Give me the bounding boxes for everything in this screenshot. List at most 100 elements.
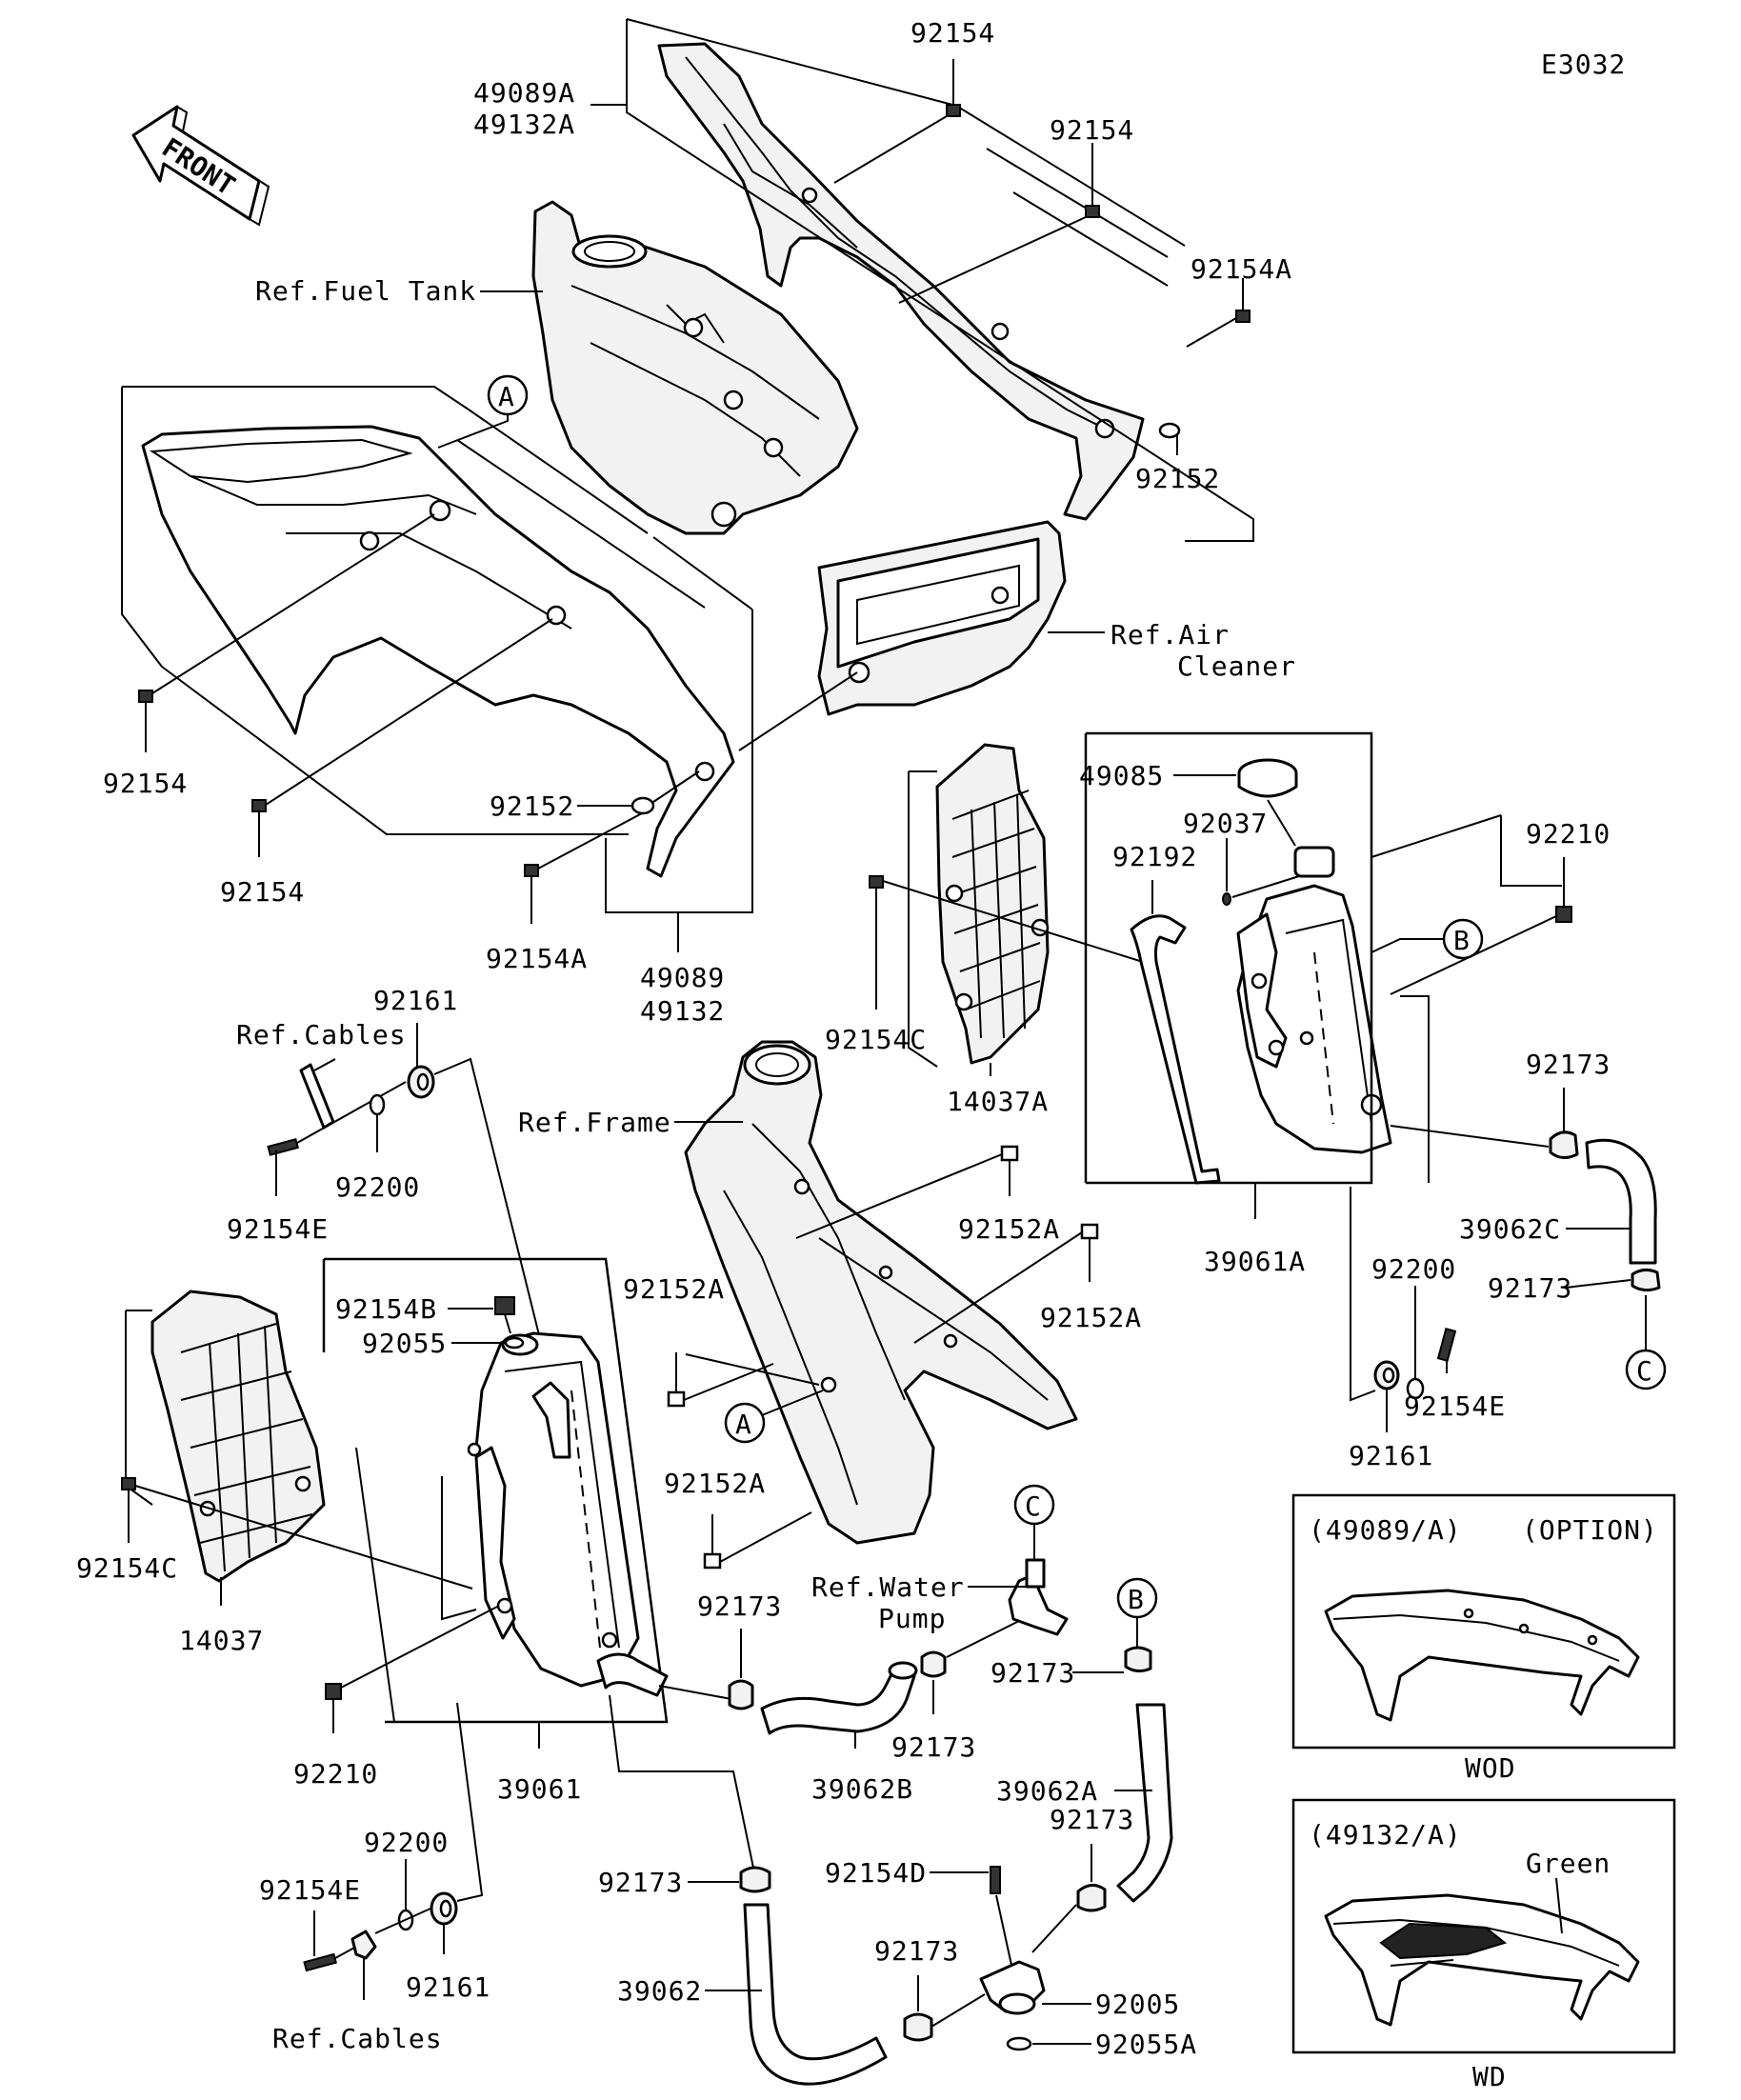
inset-wod-note: (OPTION) (1522, 1514, 1658, 1546)
washer-92200-right (1406, 1286, 1425, 1400)
label-92173-mid-3: 92173 (991, 1657, 1075, 1689)
label-92154-left-1: 92154 (103, 768, 188, 799)
gasket-92055A (1006, 2036, 1032, 2051)
shroud-top-right (657, 42, 1145, 521)
diagram-code: E3032 (1541, 49, 1626, 80)
label-92154E-bottom: 92154E (259, 1874, 361, 1906)
grommet-92161-right (1373, 1360, 1400, 1432)
label-92152-left: 92152 (490, 790, 574, 822)
collar-92152A-1 (1000, 1145, 1019, 1196)
label-92173-mid-2: 92173 (891, 1731, 976, 1763)
callout-b-right: B (1442, 918, 1484, 960)
clamp-92173-mid-1 (728, 1629, 754, 1710)
hose-39062A (1116, 1703, 1173, 1903)
label-92154-top-2: 92154 (1050, 114, 1134, 146)
label-92154A-left: 92154A (486, 943, 588, 974)
clip-92037 (1222, 838, 1231, 906)
label-92037: 92037 (1183, 808, 1268, 839)
grommet-92161-bottom (430, 1891, 458, 1954)
label-92200-right: 92200 (1371, 1253, 1456, 1285)
label-92154-top-1: 92154 (911, 17, 995, 49)
cable-clip-bottom (350, 1930, 377, 2000)
label-92154A-top: 92154A (1191, 253, 1292, 285)
svg-text:C: C (1025, 1490, 1041, 1522)
label-92055: 92055 (362, 1328, 447, 1359)
collar-92152-top (1158, 422, 1181, 455)
hose-92192 (1130, 914, 1221, 1185)
svg-text:C: C (1636, 1355, 1652, 1387)
label-92173-bottom-3: 92173 (874, 1935, 959, 1967)
label-49132A: 49132A (473, 109, 575, 140)
label-49089A: 49089A (473, 77, 575, 109)
label-92152A-2: 92152A (1040, 1302, 1142, 1333)
hose-39062 (743, 1903, 888, 2086)
label-ref-water-pump-2: Pump (878, 1603, 946, 1634)
grommet-92161-top (407, 1023, 435, 1099)
clamp-92173-bottom-2 (1076, 1844, 1107, 1912)
inset-wod-caption: WOD (1465, 1752, 1516, 1784)
label-92154E-right: 92154E (1404, 1390, 1506, 1422)
label-92152-top: 92152 (1135, 463, 1220, 494)
label-ref-air-cleaner-2: Cleaner (1177, 650, 1296, 682)
radiator-guard-left (150, 1290, 326, 1583)
label-92055A: 92055A (1095, 2029, 1197, 2060)
label-92200-bottom: 92200 (364, 1827, 449, 1858)
inset-wod: (49089/A) (OPTION) (1291, 1493, 1676, 1750)
clamp-92173-bottom-1 (739, 1866, 771, 1893)
bolt-92154-top-1 (946, 59, 961, 117)
label-92154D: 92154D (825, 1857, 927, 1889)
bolt-92154-top-2 (1085, 143, 1100, 218)
label-92154E-top: 92154E (227, 1213, 329, 1245)
svg-text:A: A (735, 1409, 751, 1440)
label-49132: 49132 (640, 995, 725, 1027)
clamp-92173-right-1 (1549, 1088, 1579, 1159)
clamp-92173-mid-3 (1124, 1646, 1152, 1673)
bolt-92154-left-2 (251, 799, 267, 857)
bolt-92154-left-1 (138, 690, 153, 752)
label-92192: 92192 (1112, 841, 1197, 872)
label-92200-top: 92200 (335, 1171, 420, 1203)
cap-49085 (1237, 758, 1298, 847)
label-14037A: 14037A (947, 1086, 1049, 1117)
inset-wd-caption: WD (1472, 2061, 1507, 2092)
label-39062B: 39062B (811, 1773, 913, 1805)
bolt-92154C-left (121, 1477, 136, 1543)
callout-c-pump: C (1013, 1484, 1055, 1526)
label-92154-left-2: 92154 (220, 876, 305, 908)
fitting-92005 (979, 1960, 1046, 2015)
callout-a-frame: A (724, 1402, 766, 1444)
clamp-92173-bottom-3 (903, 1975, 933, 2042)
hose-39062B (760, 1661, 918, 1735)
label-92173-right-2: 92173 (1488, 1272, 1572, 1304)
collar-92152-left (577, 796, 655, 815)
clamp-92173-right-2 (1631, 1268, 1661, 1292)
label-92152A-4: 92152A (664, 1468, 766, 1499)
bolt-92154C-right (869, 875, 884, 1010)
label-92152A-3: 92152A (623, 1273, 725, 1305)
label-ref-cables-top: Ref.Cables (236, 1019, 407, 1050)
radiator-right (1236, 846, 1392, 1154)
label-92161-bottom: 92161 (406, 1971, 490, 2003)
collar-92152A-2 (1080, 1223, 1099, 1282)
shroud-left (141, 425, 735, 878)
bolt-92154B (448, 1296, 515, 1315)
gasket-92055 (451, 1336, 525, 1350)
label-49085: 49085 (1079, 760, 1164, 791)
label-ref-air-cleaner-1: Ref.Air (1111, 619, 1230, 650)
inset-wd: (49132/A) Green Ebony (1291, 1798, 1676, 2054)
label-92173-mid-1: 92173 (697, 1590, 782, 1622)
collar-92152A-4 (703, 1514, 722, 1570)
label-39062A: 39062A (996, 1775, 1098, 1807)
fuel-tank (531, 200, 859, 535)
bolt-92154E-right (1436, 1328, 1457, 1373)
label-39062C: 39062C (1459, 1213, 1561, 1245)
label-39062: 39062 (617, 1975, 702, 2007)
label-49089: 49089 (640, 962, 725, 993)
radiator-left (467, 1331, 640, 1688)
label-92173-bottom-2: 92173 (1050, 1804, 1134, 1835)
label-92173-bottom-1: 92173 (598, 1867, 683, 1898)
radiator-guard-right (935, 743, 1050, 1065)
callout-b-lower: B (1116, 1577, 1158, 1619)
frame (684, 1040, 1078, 1545)
